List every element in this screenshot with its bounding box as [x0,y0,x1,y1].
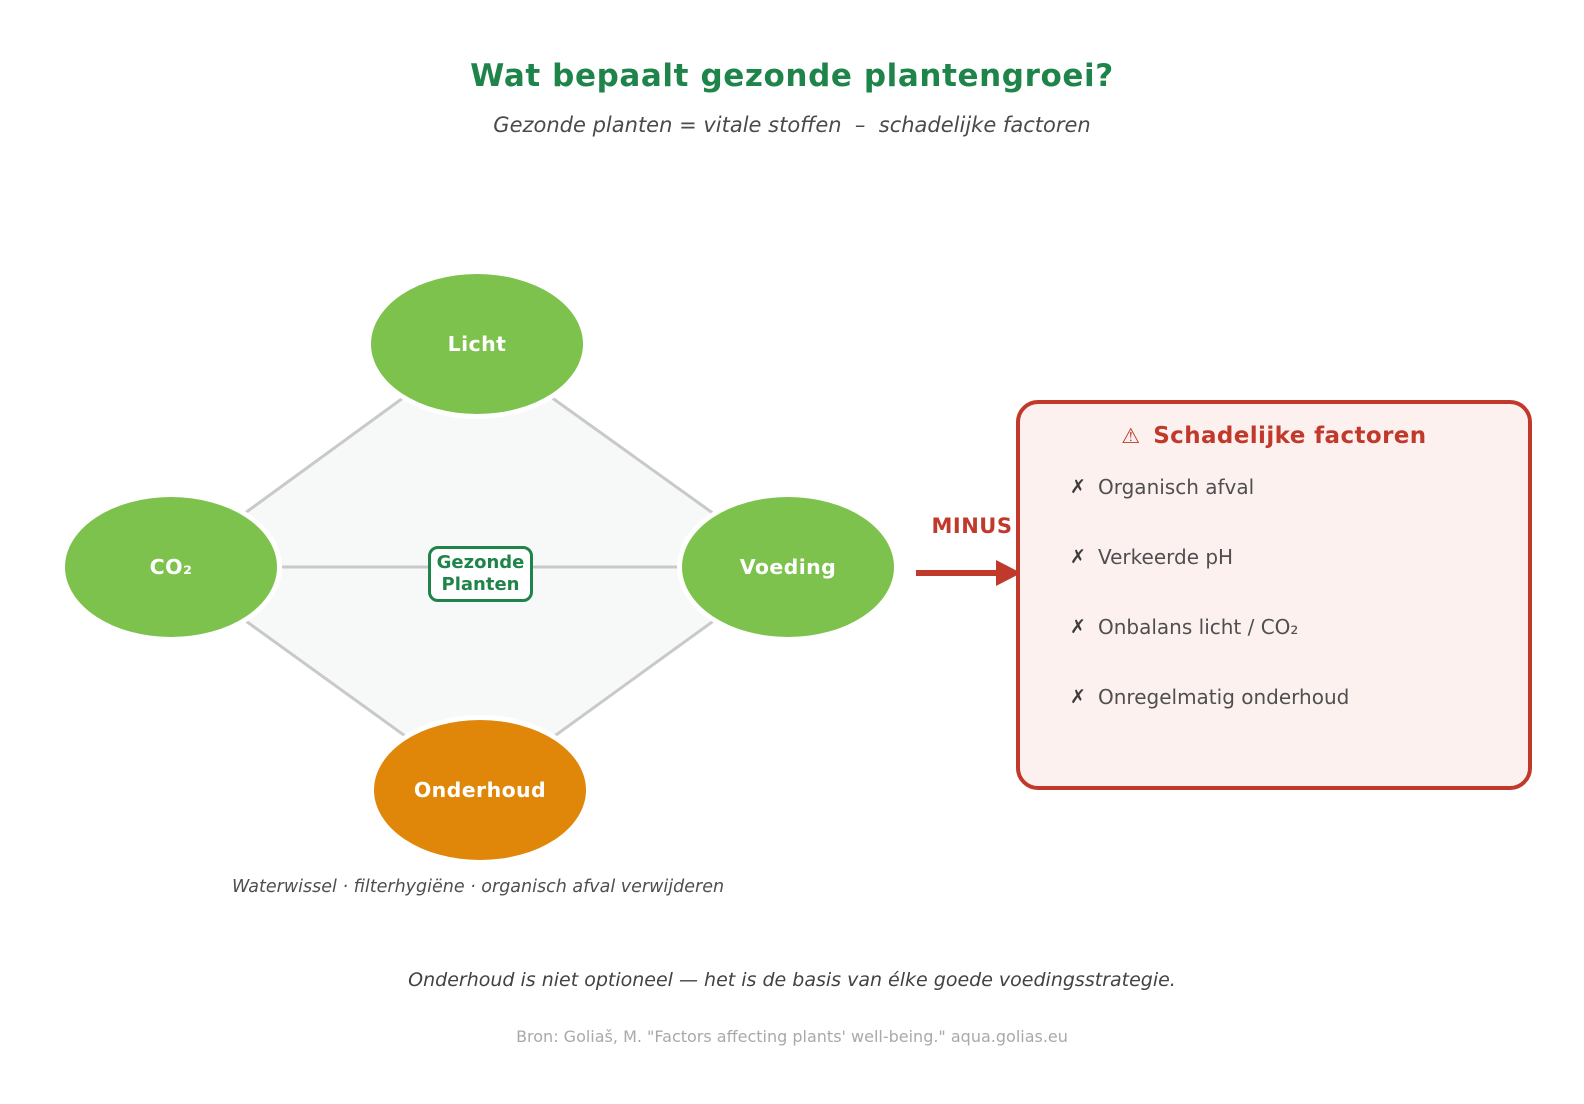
harmful-factor-label: Organisch afval [1098,475,1255,499]
node-voeding-label: Voeding [739,555,837,579]
harmful-factors-panel: ⚠ Schadelijke factoren ✗ Organisch afval… [1016,400,1532,790]
center-node-gezonde-planten: Gezonde Planten [428,546,533,602]
cross-icon: ✗ [1070,476,1086,498]
node-licht-label: Licht [447,332,507,356]
footer-note: Onderhoud is niet optioneel — het is de … [408,969,1176,991]
node-co2-label: CO₂ [149,555,193,579]
page-title: Wat bepaalt gezonde plantengroei? [470,58,1114,94]
node-onderhoud-label: Onderhoud [413,778,547,802]
harmful-factors-list: ✗ Organisch afval ✗ Verkeerde pH ✗ Onbal… [1020,452,1528,732]
panel-title-text: Schadelijke factoren [1153,423,1427,449]
harmful-factor-label: Verkeerde pH [1098,545,1234,569]
arrowhead-icon [996,560,1021,586]
node-voeding: Voeding [682,497,894,637]
harmful-factor-item: ✗ Onbalans licht / CO₂ [1070,592,1528,662]
center-node-label: Gezonde Planten [436,552,525,595]
harmful-factor-label: Onbalans licht / CO₂ [1098,615,1299,639]
minus-arrow [916,560,1021,586]
cross-icon: ✗ [1070,686,1086,708]
source-citation: Bron: Goliaš, M. "Factors affecting plan… [516,1027,1068,1046]
maintenance-caption: Waterwissel · filterhygiëne · organisch … [231,877,725,897]
cross-icon: ✗ [1070,616,1086,638]
harmful-factor-item: ✗ Verkeerde pH [1070,522,1528,592]
panel-title: ⚠ Schadelijke factoren [1020,420,1528,452]
harmful-factor-item: ✗ Organisch afval [1070,452,1528,522]
node-onderhoud: Onderhoud [374,720,586,860]
warning-icon: ⚠ [1121,424,1141,448]
node-co2: CO₂ [65,497,277,637]
node-licht: Licht [371,274,583,414]
harmful-factor-item: ✗ Onregelmatig onderhoud [1070,662,1528,732]
cross-icon: ✗ [1070,546,1086,568]
page-subtitle: Gezonde planten = vitale stoffen – schad… [493,113,1091,137]
harmful-factor-label: Onregelmatig onderhoud [1098,685,1350,709]
minus-label: MINUS [931,514,1013,538]
